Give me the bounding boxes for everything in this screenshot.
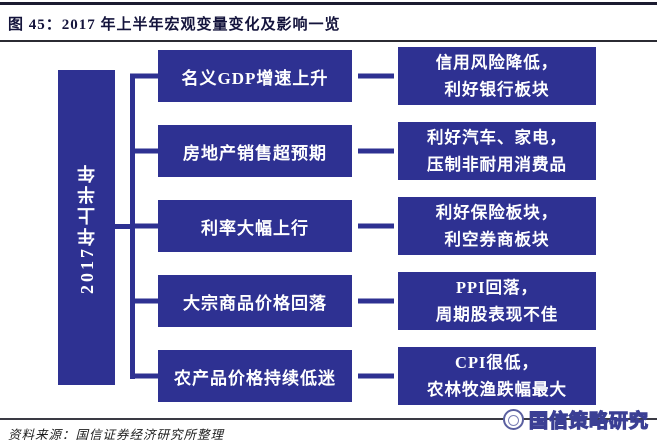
effect-box: 利好汽车、家电， 压制非耐用消费品	[398, 122, 596, 180]
cause-box: 房地产销售超预期	[158, 125, 352, 177]
effect-line-2: 农林牧渔跌幅最大	[427, 380, 567, 399]
figure-title: 图 45：2017 年上半年宏观变量变化及影响一览	[8, 17, 341, 33]
bottom-divider	[0, 418, 657, 420]
cause-effect-connector-line	[358, 73, 394, 79]
effect-line-2: 压制非耐用消费品	[427, 155, 567, 174]
root-node-label: 2017年上半年	[76, 161, 97, 294]
branch-connector-line	[130, 373, 158, 379]
cause-effect-connector-line	[358, 298, 394, 304]
cause-box: 利率大幅上行	[158, 200, 352, 252]
effect-line-1: PPI回落，	[455, 278, 539, 297]
cause-label: 名义GDP增速上升	[181, 68, 329, 88]
effect-box: 利好保险板块， 利空券商板块	[398, 197, 596, 255]
source-note: 资料来源：国信证券经济研究所整理	[8, 428, 225, 442]
guosen-logo-icon	[503, 408, 524, 430]
effect-box: PPI回落， 周期股表现不佳	[398, 272, 596, 330]
cause-effect-connector-line	[358, 148, 394, 154]
branch-connector-line	[130, 148, 158, 154]
brand-watermark: 国信策略研究	[503, 404, 649, 434]
cause-box: 大宗商品价格回落	[158, 275, 352, 327]
effect-box: CPI很低， 农林牧渔跌幅最大	[398, 347, 596, 405]
cause-label: 利率大幅上行	[201, 218, 309, 238]
effect-line-1: 利好汽车、家电，	[427, 128, 567, 147]
effect-line-2: 利好银行板块	[444, 80, 550, 99]
effect-line-2: 周期股表现不佳	[435, 305, 559, 324]
effect-line-1: 信用风险降低，	[435, 53, 559, 72]
cause-box: 农产品价格持续低迷	[158, 350, 352, 402]
cause-label: 大宗商品价格回落	[183, 293, 327, 313]
cause-label: 农产品价格持续低迷	[174, 368, 336, 388]
effect-line-1: CPI很低，	[455, 353, 539, 372]
watermark-label: 国信策略研究	[528, 410, 650, 432]
effect-box: 信用风险降低， 利好银行板块	[398, 47, 596, 105]
title-divider	[0, 40, 657, 42]
top-divider	[0, 2, 657, 5]
branch-connector-line	[130, 223, 158, 229]
branch-connector-line	[130, 298, 158, 304]
cause-effect-connector-line	[358, 373, 394, 379]
cause-effect-connector-line	[358, 223, 394, 229]
branch-connector-line	[130, 73, 158, 79]
cause-box: 名义GDP增速上升	[158, 50, 352, 102]
cause-label: 房地产销售超预期	[183, 143, 327, 163]
root-connector-line	[115, 224, 135, 229]
effect-line-2: 利空券商板块	[444, 230, 550, 249]
effect-line-1: 利好保险板块，	[435, 203, 559, 222]
root-node-2017h1: 2017年上半年	[58, 70, 115, 385]
